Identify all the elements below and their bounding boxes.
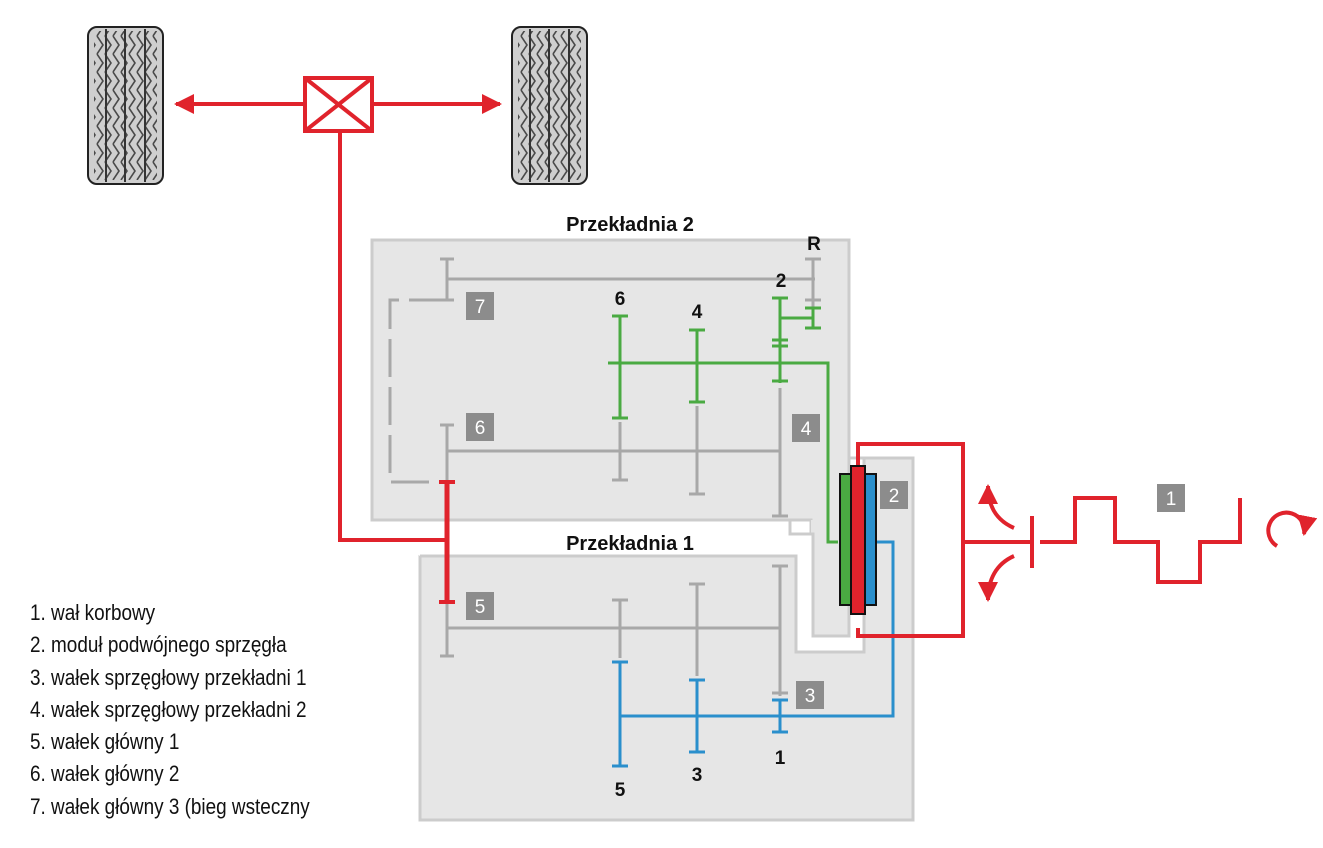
grey-shafts — [388, 257, 821, 696]
right-wheel-icon — [511, 26, 588, 185]
legend-item: 2. moduł podwójnego sprzęgła — [30, 632, 287, 658]
number-box-7: 7 — [466, 292, 494, 320]
number-2-label: 2 — [889, 486, 900, 507]
number-box-6: 6 — [466, 413, 494, 441]
legend-item: 7. wałek główny 3 (bieg wsteczny — [30, 793, 310, 819]
legend-item: 5. wałek główny 1 — [30, 729, 180, 755]
gear-label-4: 4 — [692, 302, 703, 323]
legend-item: 6. wałek główny 2 — [30, 761, 180, 787]
number-4-label: 4 — [801, 419, 812, 440]
legend-item: 4. wałek sprzęgłowy przekładni 2 — [30, 696, 307, 722]
gear-label-3: 3 — [692, 765, 703, 786]
gearbox-1-title: Przekładnia 1 — [566, 533, 694, 555]
number-6-label: 6 — [475, 418, 486, 439]
left-wheel-icon — [87, 26, 164, 185]
number-box-5: 5 — [466, 592, 494, 620]
gear-label-1: 1 — [775, 748, 786, 769]
number-3-label: 3 — [805, 686, 816, 707]
output-path — [338, 131, 455, 604]
number-box-3: 3 — [796, 681, 824, 709]
gearbox-2-title: Przekładnia 2 — [566, 214, 694, 236]
legend: 1. wał korbowy 2. moduł podwójnego sprzę… — [30, 597, 310, 823]
number-5-label: 5 — [475, 597, 486, 618]
gear-label-5: 5 — [615, 780, 626, 801]
number-box-4: 4 — [792, 414, 820, 442]
dual-clutch-module — [839, 465, 877, 615]
number-7-label: 7 — [475, 297, 486, 318]
rotation-arrow-icon — [1266, 510, 1318, 548]
input-shaft-1 — [612, 540, 895, 768]
gear-label-r: R — [807, 234, 821, 255]
number-box-1: 1 — [1157, 484, 1185, 512]
gear-label-2: 2 — [776, 271, 787, 292]
differential-icon — [303, 76, 374, 133]
number-box-2: 2 — [880, 481, 908, 509]
input-shaft-2 — [608, 296, 838, 544]
engine-path — [856, 442, 1242, 638]
legend-item: 3. wałek sprzęgłowy przekładni 1 — [30, 664, 307, 690]
gear-label-6: 6 — [615, 289, 626, 310]
legend-item: 1. wał korbowy — [30, 600, 156, 625]
number-1-label: 1 — [1166, 489, 1177, 510]
